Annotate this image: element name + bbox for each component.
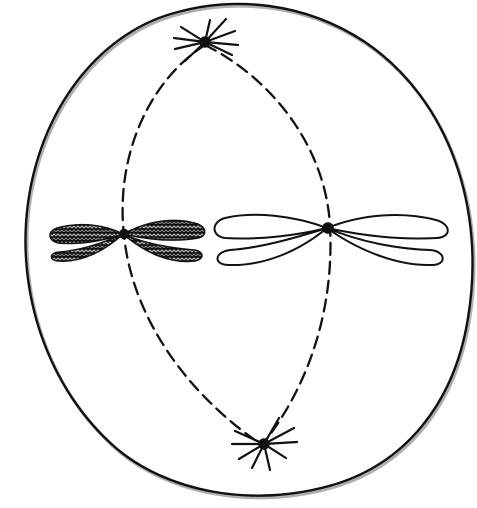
left-chromosome-centromere [119, 229, 129, 239]
left-chromosome-right-upper-arm [123, 220, 205, 240]
lower-centrosome-aster [232, 418, 297, 470]
right-chromosome-centromere [323, 223, 333, 233]
upper-centrosome-aster [174, 19, 238, 61]
right-chromosome-light [215, 215, 448, 265]
